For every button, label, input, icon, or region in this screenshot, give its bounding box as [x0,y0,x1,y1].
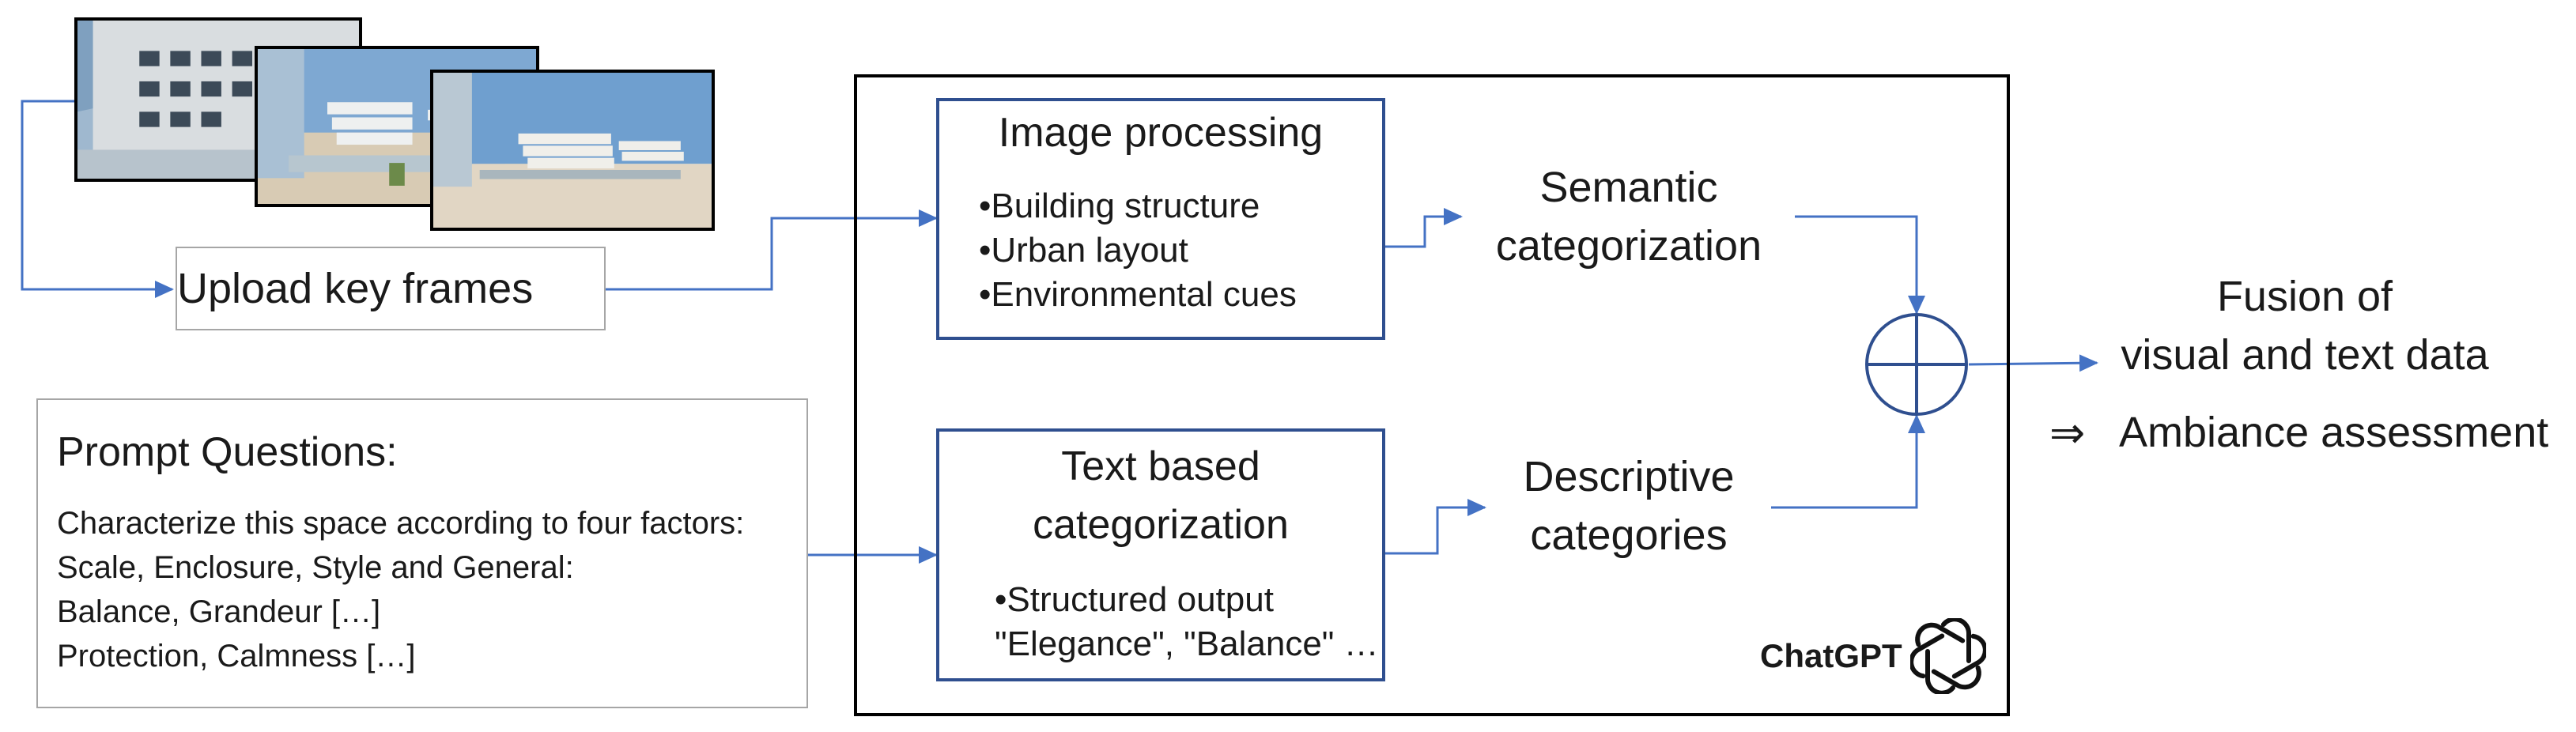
arrow-semantic-to-fusion [1795,215,1925,315]
text-categorization-title-2: categorization [1033,502,1289,548]
descriptive-label-2: categories [1530,511,1728,559]
image-bullet-3: •Environmental cues [979,275,1297,314]
prompt-line-4: Protection, Calmness […] [57,639,416,674]
arrow-image-to-semantic [1385,208,1463,248]
arrow-text-to-descriptive [1385,499,1486,555]
upload-key-frames-box: Upload key frames [176,247,606,330]
semantic-label-1: Semantic [1539,164,1718,211]
prompt-line-1: Characterize this space according to fou… [57,506,745,541]
prompt-line-3: Balance, Grandeur […] [57,594,381,629]
fusion-label-1: Fusion of [2216,273,2393,320]
prompt-line-2: Scale, Enclosure, Style and General: [57,550,574,585]
image-processing-title: Image processing [998,110,1324,156]
fusion-circle-icon [1865,313,1968,416]
key-frame-3 [430,70,715,231]
upload-key-frames-label: Upload key frames [177,265,534,312]
implies-arrow-icon: ⇒ [2049,409,2086,457]
text-categorization-title-1: Text based [1061,443,1260,489]
text-bullet-1: •Structured output [995,580,1274,619]
fusion-label-2: visual and text data [2121,331,2489,379]
arrow-fusion-to-output [1968,354,2098,372]
openai-logo-icon [1910,618,1986,694]
arrow-descriptive-to-fusion [1771,414,1925,509]
semantic-label-2: categorization [1495,222,1762,270]
image-bullet-2: •Urban layout [979,231,1188,270]
descriptive-label-1: Descriptive [1523,453,1735,500]
arrow-frames-to-upload [21,100,174,298]
chatgpt-container [854,74,2010,716]
text-categorization-box: Text based categorization •Structured ou… [936,428,1385,681]
text-bullet-2: "Elegance", "Balance" … [995,624,1379,663]
image-bullet-1: •Building structure [979,187,1260,225]
chatgpt-label: ChatGPT [1760,637,1902,674]
prompt-questions-box: Prompt Questions: Characterize this spac… [36,398,808,708]
prompt-title: Prompt Questions: [57,429,398,475]
ambiance-assessment-label: Ambiance assessment [2119,409,2549,456]
image-processing-box: Image processing •Building structure •Ur… [936,98,1385,340]
